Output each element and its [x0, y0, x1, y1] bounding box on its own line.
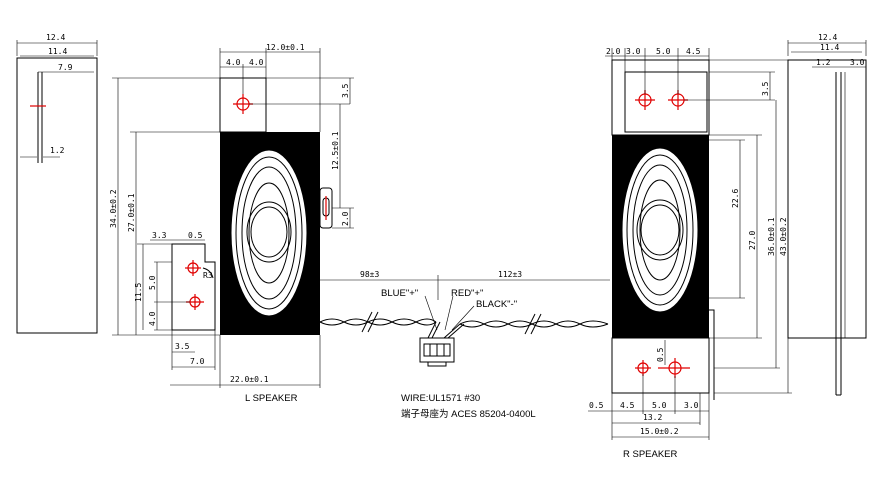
dim-r-bot-b: 4.5	[620, 401, 635, 410]
dim-r-bot-w2: 15.0±0.2	[640, 427, 679, 436]
dim-detail-b: 0.5	[188, 231, 203, 240]
lead-red: RED"+"	[451, 288, 483, 299]
dim-r-total: 43.0±0.2	[779, 217, 788, 256]
dim-l-hole: 3.5	[341, 83, 350, 98]
dim-side-thick: 1.2	[50, 146, 65, 155]
dim-rside-a: 1.2	[816, 58, 831, 67]
dim-r-top-c: 5.0	[656, 47, 671, 56]
dim-detail-a: 3.3	[152, 231, 167, 240]
dim-l-top: 12.0±0.1	[266, 43, 305, 52]
dim-rside-outer: 12.4	[818, 33, 837, 42]
dim-r-bot-w1: 13.2	[643, 413, 662, 422]
dim-detail-d: 11.5	[134, 283, 143, 302]
l-speaker-label: L SPEAKER	[245, 393, 298, 404]
dim-l-total: 34.0±0.2	[109, 189, 118, 228]
dim-r-body: 27.0	[748, 231, 757, 250]
dim-r-top-a: 2.0	[606, 47, 621, 56]
left-side-view: 12.4 11.4 7.9 1.2	[16, 33, 98, 334]
dim-r-top-b: 3.0	[626, 47, 641, 56]
dim-l-body: 27.0±0.1	[127, 193, 136, 232]
dim-detail-c: 5.0	[148, 275, 157, 290]
l-speaker: 12.0±0.1 4.0 4.0 3.5 12.5±0.1 2.0 34.0±0…	[109, 43, 354, 404]
dim-side-inner: 11.4	[48, 47, 67, 56]
right-side-view: 12.4 11.4 1.2 3.0	[787, 33, 867, 396]
dim-detail-f: 3.5	[175, 342, 190, 351]
dim-rside-b: 3.0	[850, 58, 865, 67]
wire-spec: WIRE:UL1571 #30	[401, 393, 480, 404]
dim-l-tab-b: 4.0	[249, 58, 264, 67]
lead-black: BLACK"-"	[476, 299, 517, 310]
dim-r-inner: 22.6	[731, 189, 740, 208]
dim-r-bot-c: 5.0	[652, 401, 667, 410]
dim-r-h2: 36.0±0.1	[767, 217, 776, 256]
dim-r-bot-a: 0.5	[589, 401, 604, 410]
r-speaker: 2.0 3.0 5.0 4.5 3.5 22.6 27.0 36.0±0.1 4…	[588, 47, 792, 460]
dim-l-tab-a: 4.0	[226, 58, 241, 67]
wire-assembly: 98±3 112±3 BLUE"+" RED"+" BLACK"-" WIRE:…	[319, 270, 610, 420]
dim-detail-r: R3	[203, 271, 213, 280]
dim-r-top-d: 4.5	[686, 47, 701, 56]
r-speaker-label: R SPEAKER	[623, 449, 678, 460]
dim-l-pitch: 12.5±0.1	[331, 131, 340, 170]
dim-wire-left: 98±3	[360, 270, 379, 279]
dim-r-slot: 0.5	[656, 347, 665, 362]
dim-detail-g: 7.0	[190, 357, 205, 366]
terminal-spec: 端子母座为 ACES 85204-0400L	[401, 408, 536, 420]
dim-wire-right: 112±3	[498, 270, 522, 279]
lead-blue: BLUE"+"	[381, 288, 418, 299]
dim-l-width: 22.0±0.1	[230, 375, 269, 384]
dim-l-slot: 2.0	[341, 211, 350, 226]
dim-side-mid: 7.9	[58, 63, 73, 72]
dim-side-outer: 12.4	[46, 33, 65, 42]
mount-detail: R3 3.3 0.5 5.0 11.5 4.0 3.5 7.0	[134, 231, 216, 370]
dim-r-bot-d: 3.0	[684, 401, 699, 410]
dim-rside-inner: 11.4	[820, 43, 839, 52]
dim-r-hole: 3.5	[761, 81, 770, 96]
dim-detail-e: 4.0	[148, 311, 157, 326]
